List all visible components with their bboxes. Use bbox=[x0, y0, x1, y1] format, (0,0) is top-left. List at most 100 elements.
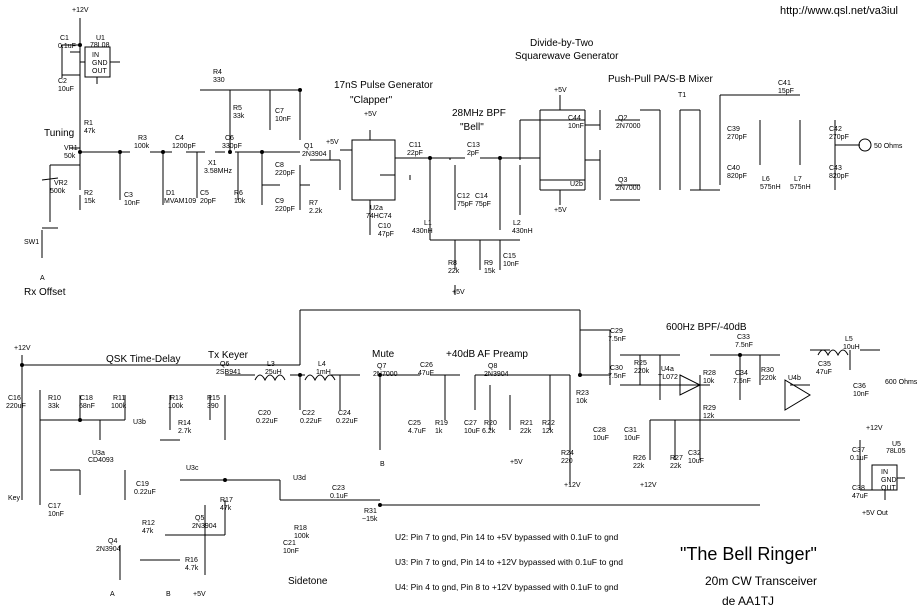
label-r17v: 47k bbox=[220, 505, 232, 512]
label-c22: C22 bbox=[302, 410, 315, 417]
label-q1: Q1 bbox=[304, 143, 313, 150]
label-l4: L4 bbox=[318, 361, 326, 368]
label-c28v: 10uF bbox=[593, 435, 609, 442]
label-p5d: +5V bbox=[554, 87, 567, 94]
label-r16v: 4.7k bbox=[185, 565, 199, 572]
label-r9v: 15k bbox=[484, 268, 496, 275]
label-c13: C13 bbox=[467, 142, 480, 149]
label-key: Key bbox=[8, 495, 21, 502]
label-c17v: 10nF bbox=[48, 511, 64, 518]
label-d1v: MVAM109 bbox=[164, 198, 196, 205]
label-u1gnd: GND bbox=[92, 60, 108, 67]
label-x1: X1 bbox=[208, 160, 217, 167]
label-r2: R2 bbox=[84, 190, 93, 197]
label-sw1: SW1 bbox=[24, 239, 39, 246]
label-r23: R23 bbox=[576, 390, 589, 397]
label-p12b: +12V bbox=[14, 345, 31, 352]
label-p12d: +12V bbox=[640, 482, 657, 489]
label-c22v: 0.22uF bbox=[300, 418, 322, 425]
label-x1v: 3.58MHz bbox=[204, 168, 233, 175]
section-qsk: QSK Time-Delay bbox=[106, 354, 180, 365]
label-c19: C19 bbox=[136, 481, 149, 488]
label-u3ap: CD4093 bbox=[88, 457, 114, 464]
label-c39v: 270pF bbox=[727, 134, 747, 141]
label-r22v: 12k bbox=[542, 428, 554, 435]
label-l3: L3 bbox=[267, 361, 275, 368]
label-u2ap: 74HC74 bbox=[366, 213, 392, 220]
label-c24: C24 bbox=[338, 410, 351, 417]
label-r26: R26 bbox=[633, 455, 646, 462]
label-c40v: 820pF bbox=[727, 173, 747, 180]
label-r12: R12 bbox=[142, 520, 155, 527]
note-u2: U2: Pin 7 to gnd, Pin 14 to +5V bypassed… bbox=[395, 532, 619, 542]
label-u2a: U2a bbox=[370, 205, 383, 212]
label-c34v: 7.5nF bbox=[733, 378, 751, 385]
label-u5in: IN bbox=[881, 469, 888, 476]
section-pulse-gen: 17nS Pulse Generator bbox=[334, 80, 434, 91]
label-r8: R8 bbox=[448, 260, 457, 267]
label-r1: R1 bbox=[84, 120, 93, 127]
label-u1in: IN bbox=[92, 52, 99, 59]
label-c9v: 220pF bbox=[275, 206, 295, 213]
label-c31: C31 bbox=[624, 427, 637, 434]
label-c38: C38 bbox=[852, 485, 865, 492]
label-r8v: 22k bbox=[448, 268, 460, 275]
label-r10: R10 bbox=[48, 395, 61, 402]
label-c35: C35 bbox=[818, 361, 831, 368]
label-c10: C10 bbox=[378, 223, 391, 230]
section-mute: Mute bbox=[372, 349, 395, 360]
label-q3: Q3 bbox=[618, 177, 627, 184]
diagram-author: de AA1TJ bbox=[722, 594, 774, 608]
label-c42v: 270pF bbox=[829, 134, 849, 141]
label-c16: C16 bbox=[8, 395, 21, 402]
label-d1: D1 bbox=[166, 190, 175, 197]
label-p5c: +5V bbox=[452, 289, 465, 296]
label-c5: C5 bbox=[200, 190, 209, 197]
label-q6v: 2SB941 bbox=[216, 369, 241, 376]
label-r19v: 1k bbox=[435, 428, 443, 435]
label-r28: R28 bbox=[703, 370, 716, 377]
label-r5v: 33k bbox=[233, 113, 245, 120]
label-q8: Q8 bbox=[488, 363, 497, 370]
label-c25: C25 bbox=[408, 420, 421, 427]
label-c2: C2 bbox=[58, 78, 67, 85]
label-r27: R27 bbox=[670, 455, 683, 462]
label-c3: C3 bbox=[124, 192, 133, 199]
label-r29v: 12k bbox=[703, 413, 715, 420]
label-50-ohms: 50 Ohms bbox=[874, 143, 903, 150]
label-u3d: U3d bbox=[293, 475, 306, 482]
label-r30v: 220k bbox=[761, 375, 777, 382]
label-c24v: 0.22uF bbox=[336, 418, 358, 425]
label-q4b: B bbox=[166, 591, 171, 598]
label-l3v: 25uH bbox=[265, 369, 282, 376]
label-r18: R18 bbox=[294, 525, 307, 532]
label-q4v: 2N3904 bbox=[96, 546, 121, 553]
label-c30v: 7.5nF bbox=[608, 373, 626, 380]
label-r13: R13 bbox=[170, 395, 183, 402]
label-c26: C26 bbox=[420, 362, 433, 369]
section-rx-offset: Rx Offset bbox=[24, 287, 66, 298]
label-r14v: 2.7k bbox=[178, 428, 192, 435]
label-c40: C40 bbox=[727, 165, 740, 172]
label-c32: C32 bbox=[688, 450, 701, 457]
label-u4b: U4b bbox=[788, 375, 801, 382]
label-c18: C18 bbox=[80, 395, 93, 402]
label-r20: R20 bbox=[484, 420, 497, 427]
label-l7v: 575nH bbox=[790, 184, 811, 191]
label-c44: C44 bbox=[568, 115, 581, 122]
source-url: http://www.qsl.net/va3iul bbox=[780, 5, 898, 17]
label-l6: L6 bbox=[762, 176, 770, 183]
label-u5p: 78L05 bbox=[886, 448, 906, 455]
label-c28: C28 bbox=[593, 427, 606, 434]
label-q5v: 2N3904 bbox=[192, 523, 217, 530]
label-u5out: OUT bbox=[881, 485, 897, 492]
label-l5v: 10uH bbox=[843, 344, 860, 351]
diagram-title: "The Bell Ringer" bbox=[680, 544, 817, 564]
section-bell: "Bell" bbox=[460, 122, 484, 133]
label-vr2v: 500k bbox=[50, 188, 66, 195]
label-c36v: 10nF bbox=[853, 391, 869, 398]
label-r6: R6 bbox=[234, 190, 243, 197]
label-u3a: U3a bbox=[92, 450, 105, 457]
label-c5v: 20pF bbox=[200, 198, 216, 205]
label-r25: R25 bbox=[634, 360, 647, 367]
